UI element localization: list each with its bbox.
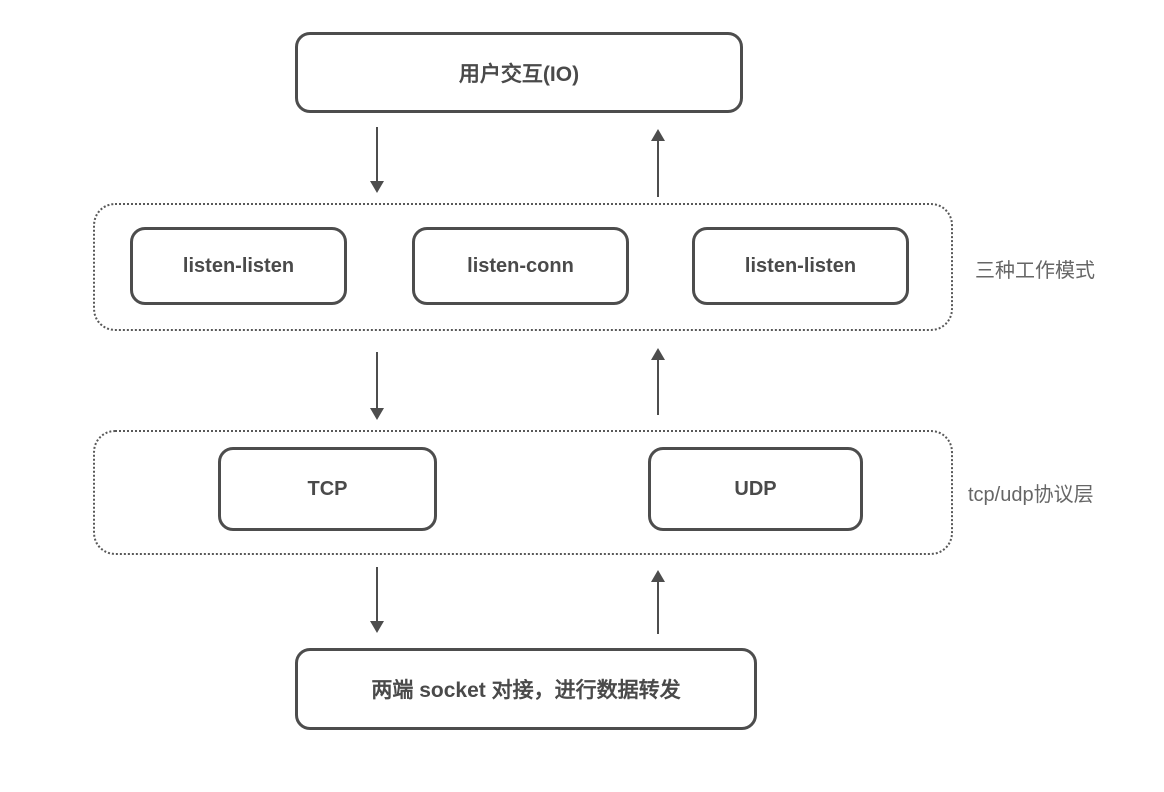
node-listen-conn-label: listen-conn: [467, 254, 574, 277]
node-listen-listen-2: listen-listen: [692, 227, 909, 305]
arrow-head: [370, 621, 384, 633]
node-socket-forward-label: 两端 socket 对接，进行数据转发: [371, 679, 681, 702]
arrow-down-icon: [369, 352, 385, 420]
arrow-head: [651, 129, 665, 141]
arrow-stem: [375, 567, 379, 623]
arrow-head: [651, 348, 665, 360]
arrow-stem: [656, 139, 660, 197]
arrow-stem: [656, 358, 660, 415]
node-user-io-label: 用户交互(IO): [458, 62, 580, 86]
arrow-stem: [656, 580, 660, 634]
arrow-head: [370, 181, 384, 193]
arrow-stem: [375, 352, 379, 410]
node-udp-label: UDP: [734, 477, 777, 500]
node-socket-forward: 两端 socket 对接，进行数据转发: [295, 648, 757, 730]
node-udp: UDP: [648, 447, 863, 531]
arrow-up-icon: [650, 348, 666, 415]
node-listen-listen-2-label: listen-listen: [744, 254, 857, 277]
node-tcp-label: TCP: [307, 477, 348, 500]
node-tcp: TCP: [218, 447, 437, 531]
arrow-head: [651, 570, 665, 582]
modes-group-label: 三种工作模式: [975, 260, 1095, 282]
node-listen-conn: listen-conn: [412, 227, 629, 305]
node-user-io: 用户交互(IO): [295, 32, 743, 113]
protocol-group-container: [93, 430, 953, 555]
arrow-up-icon: [650, 129, 666, 197]
node-listen-listen-1-label: listen-listen: [182, 254, 295, 277]
arrow-down-icon: [369, 567, 385, 633]
arrow-head: [370, 408, 384, 420]
node-listen-listen-1: listen-listen: [130, 227, 347, 305]
modes-group-container: [93, 203, 953, 331]
arrow-down-icon: [369, 127, 385, 193]
arrow-up-icon: [650, 570, 666, 634]
arrow-stem: [375, 127, 379, 183]
protocol-group-label: tcp/udp协议层: [968, 484, 1094, 506]
